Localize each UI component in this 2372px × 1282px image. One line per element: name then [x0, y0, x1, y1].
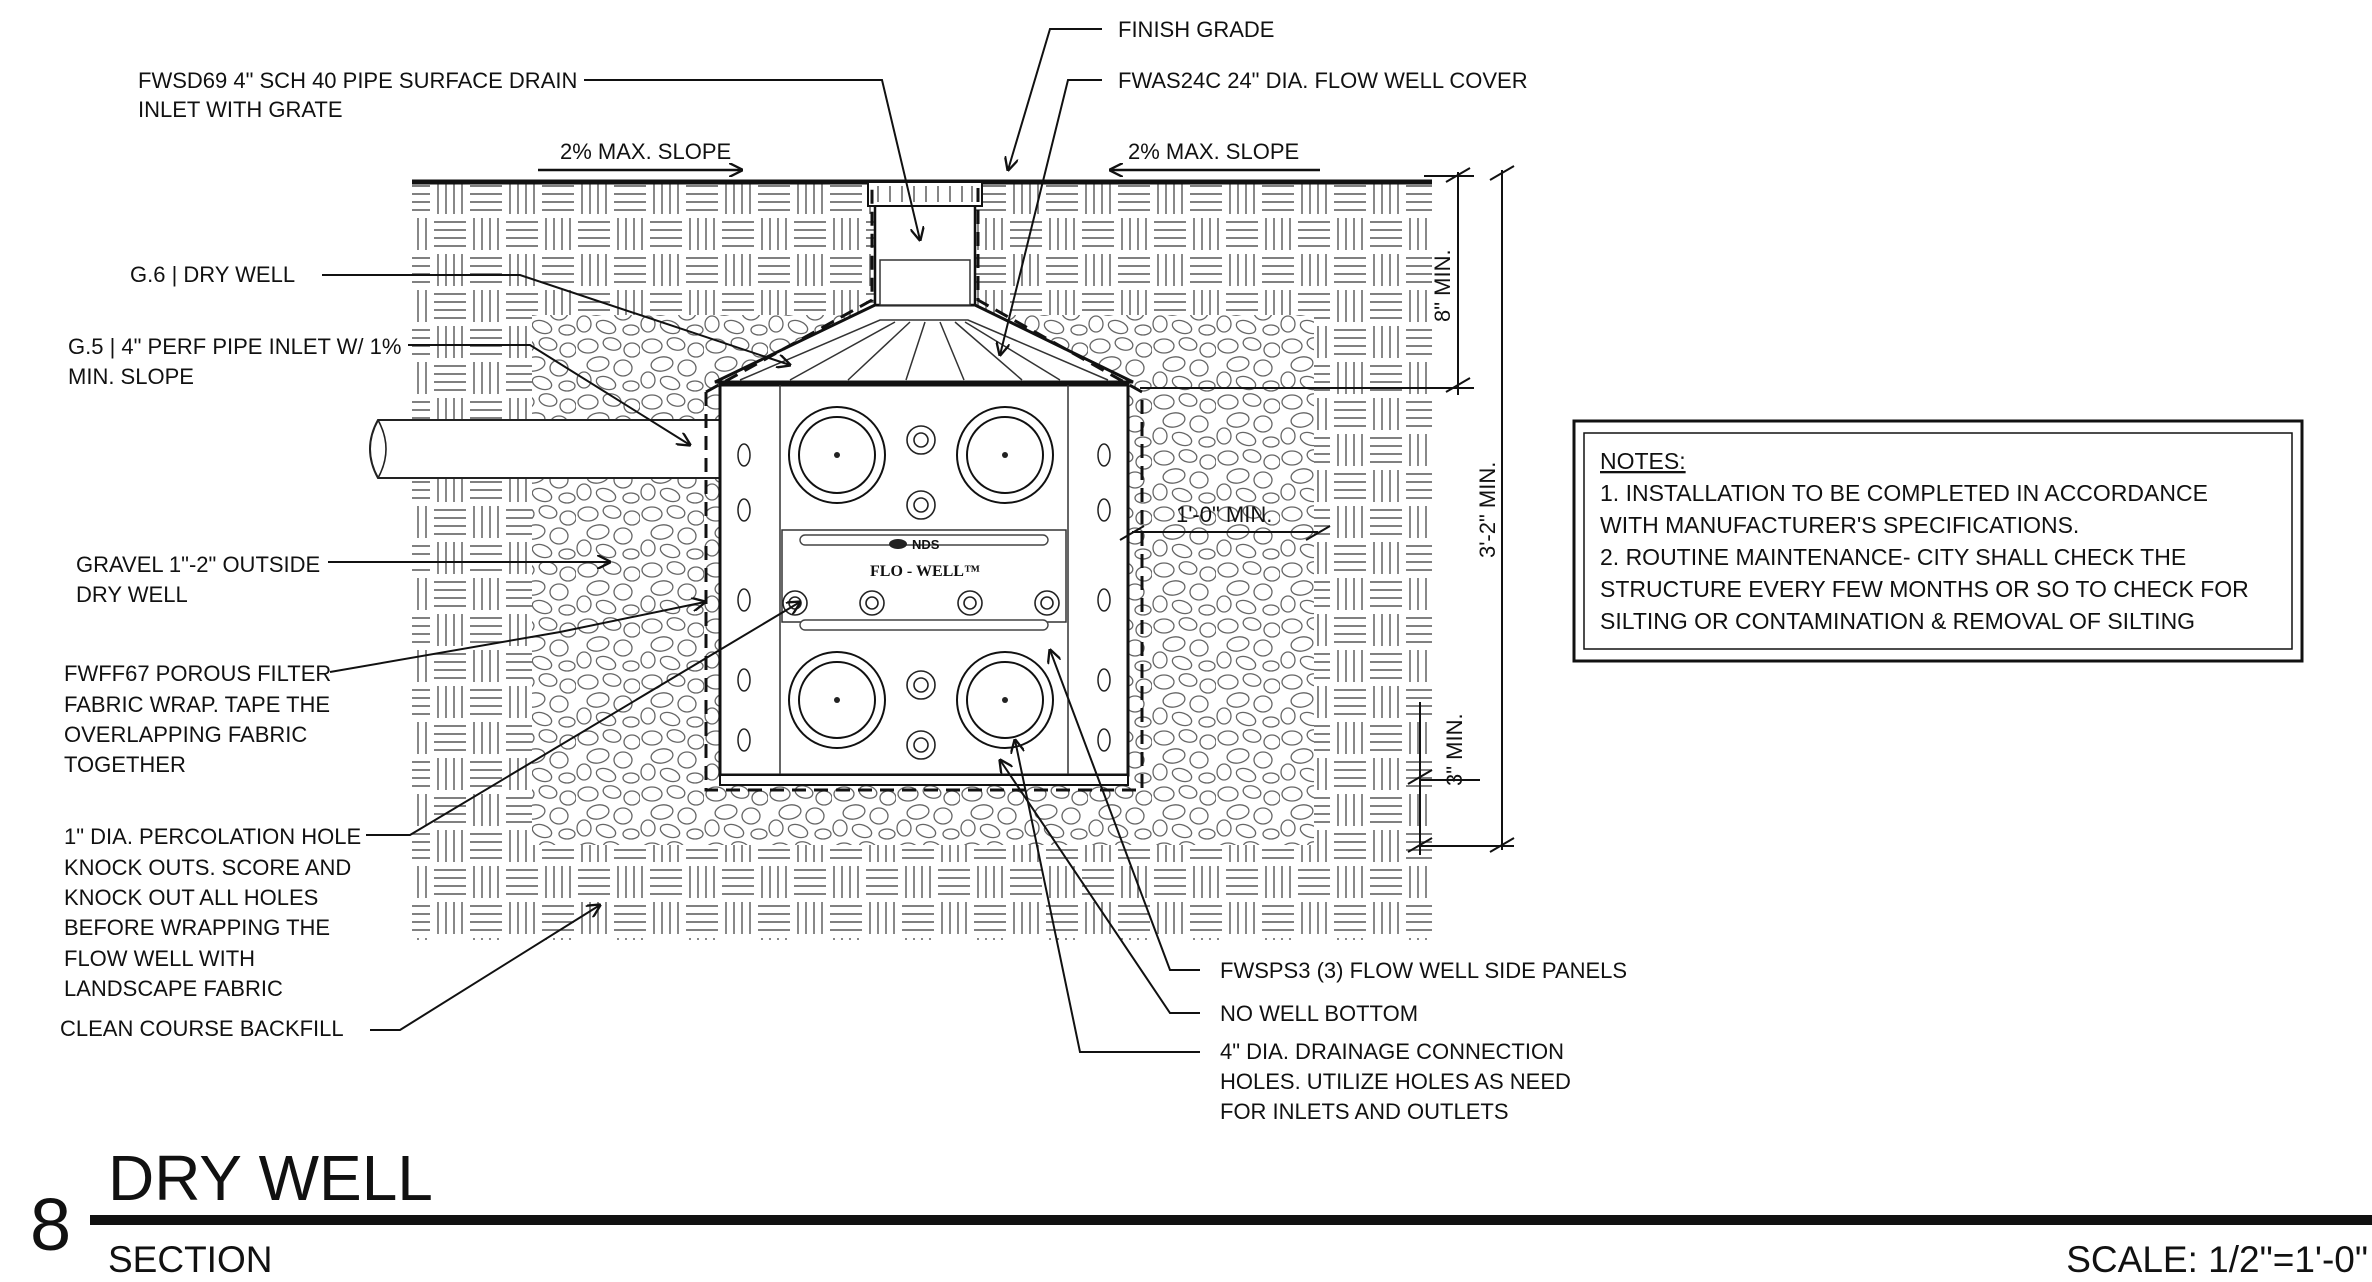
label-drain-3: FOR INLETS AND OUTLETS — [1220, 1099, 1509, 1124]
dim-top-cover: 8" MIN. — [1430, 249, 1455, 322]
label-backfill: CLEAN COURSE BACKFILL — [60, 1016, 344, 1041]
label-filter-4: TOGETHER — [64, 752, 186, 777]
dim-side-clearance: 1'-0" MIN. — [1176, 502, 1272, 527]
product-name: FLO - WELL™ — [870, 563, 980, 580]
label-gravel-2: DRY WELL — [76, 582, 188, 607]
dim-overall-depth: 3'-2" MIN. — [1475, 462, 1500, 558]
label-perf-pipe-2: MIN. SLOPE — [68, 364, 194, 389]
notes-line-4: STRUCTURE EVERY FEW MONTHS OR SO TO CHEC… — [1600, 576, 2249, 602]
label-perf-pipe-1: G.5 | 4" PERF PIPE INLET W/ 1% — [68, 334, 401, 359]
label-gravel-1: GRAVEL 1"-2" OUTSIDE — [76, 552, 320, 577]
label-filter-3: OVERLAPPING FABRIC — [64, 722, 307, 747]
label-perc-3: KNOCK OUT ALL HOLES — [64, 885, 318, 910]
label-perc-1: 1" DIA. PERCOLATION HOLE — [64, 824, 361, 849]
detail-subtitle: SECTION — [108, 1239, 272, 1280]
leader-lines — [322, 28, 1200, 1053]
label-filter-2: FABRIC WRAP. TAPE THE — [64, 692, 330, 717]
label-perc-5: FLOW WELL WITH — [64, 946, 255, 971]
slope-left-label: 2% MAX. SLOPE — [560, 139, 731, 164]
dim-bottom: 3" MIN. — [1442, 713, 1467, 786]
label-no-bottom: NO WELL BOTTOM — [1220, 1001, 1418, 1026]
label-finish-grade: FINISH GRADE — [1118, 17, 1274, 42]
notes-box — [1572, 419, 2304, 663]
label-filter-1: FWFF67 POROUS FILTER — [64, 661, 331, 686]
notes-line-3: 2. ROUTINE MAINTENANCE- CITY SHALL CHECK… — [1600, 544, 2186, 570]
notes-line-5: SILTING OR CONTAMINATION & REMOVAL OF SI… — [1600, 608, 2195, 634]
label-side-panels: FWSPS3 (3) FLOW WELL SIDE PANELS — [1220, 958, 1627, 983]
label-perc-2: KNOCK OUTS. SCORE AND — [64, 855, 351, 880]
notes-line-2: WITH MANUFACTURER'S SPECIFICATIONS. — [1600, 512, 2079, 538]
label-well-cover: FWAS24C 24" DIA. FLOW WELL COVER — [1118, 68, 1528, 93]
notes-line-1: 1. INSTALLATION TO BE COMPLETED IN ACCOR… — [1600, 480, 2208, 506]
label-surface-drain-1: FWSD69 4" SCH 40 PIPE SURFACE DRAIN — [138, 68, 577, 93]
label-drain-1: 4" DIA. DRAINAGE CONNECTION — [1220, 1039, 1564, 1064]
product-brand: NDS — [912, 537, 940, 552]
detail-title: DRY WELL — [108, 1142, 433, 1214]
label-surface-drain-2: INLET WITH GRATE — [138, 97, 343, 122]
detail-scale: SCALE: 1/2"=1'-0" — [2066, 1239, 2368, 1280]
slope-right-label: 2% MAX. SLOPE — [1128, 139, 1299, 164]
label-perc-4: BEFORE WRAPPING THE — [64, 915, 330, 940]
notes-heading: NOTES: — [1600, 448, 1686, 474]
label-drain-2: HOLES. UTILIZE HOLES AS NEED — [1220, 1069, 1571, 1094]
dimension-lines — [1119, 165, 1515, 855]
label-perc-6: LANDSCAPE FABRIC — [64, 976, 283, 1001]
perforated-inlet-pipe — [369, 419, 761, 479]
label-dry-well: G.6 | DRY WELL — [130, 262, 295, 287]
flow-well: NDS FLO - WELL™ — [704, 180, 1144, 792]
detail-number: 8 — [30, 1183, 71, 1266]
